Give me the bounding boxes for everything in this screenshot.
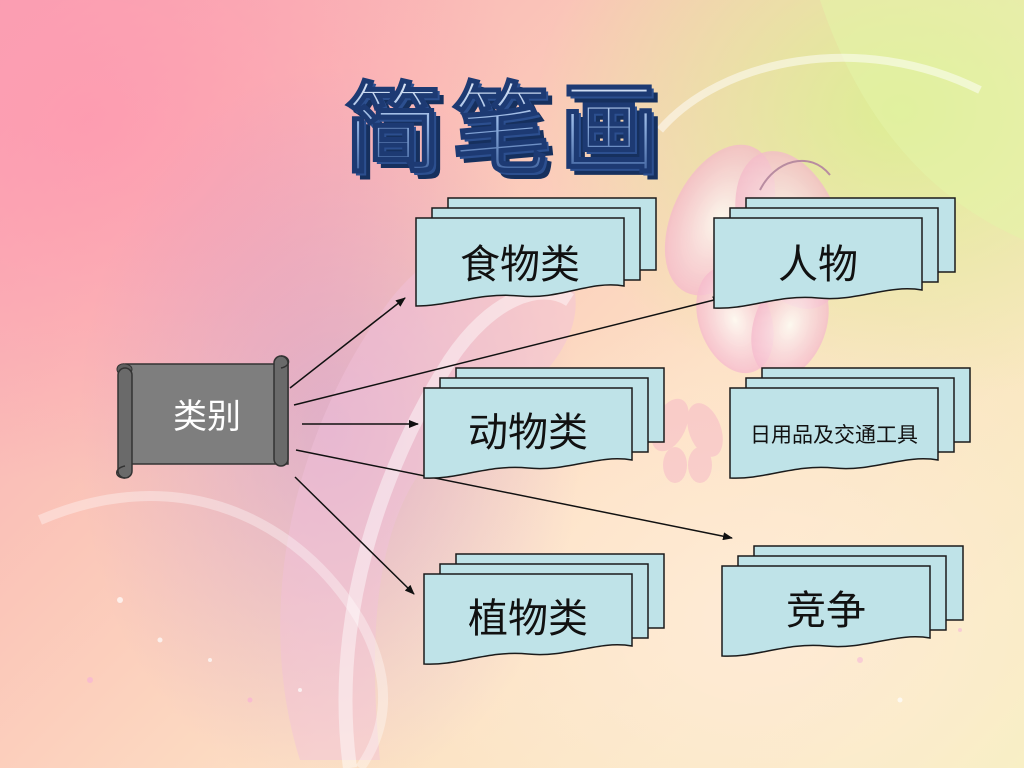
svg-text:简笔画: 简笔画 [347, 76, 671, 190]
node-contest: 竞争 [721, 545, 964, 657]
node-people: 人物 [713, 197, 956, 309]
arrow-to-plants [294, 476, 415, 595]
arrow-to-contest [295, 449, 733, 541]
root-label: 类别 [173, 397, 241, 437]
node-animals-label: 动物类 [468, 410, 588, 456]
node-daily: 日用品及交通工具 [729, 367, 971, 479]
svg-text:简笔画: 简笔画 [344, 73, 668, 187]
arrow-to-people [293, 296, 723, 406]
node-plants: 植物类 [423, 553, 665, 665]
root-scroll: 类别 [116, 355, 290, 479]
page-title: 简笔画 简笔画 简笔画 [343, 72, 675, 194]
svg-text:简笔画: 简笔画 [351, 80, 675, 194]
node-animals: 动物类 [423, 367, 665, 479]
connectors [289, 296, 733, 595]
node-daily-label: 日用品及交通工具 [750, 423, 918, 447]
node-food-label: 食物类 [460, 242, 580, 288]
node-people-label: 人物 [778, 242, 858, 288]
node-food: 食物类 [415, 197, 657, 307]
arrow-to-food [289, 297, 406, 389]
node-contest-label: 竞争 [786, 588, 866, 634]
background-decoration [38, 0, 1024, 768]
node-plants-label: 植物类 [468, 596, 588, 642]
